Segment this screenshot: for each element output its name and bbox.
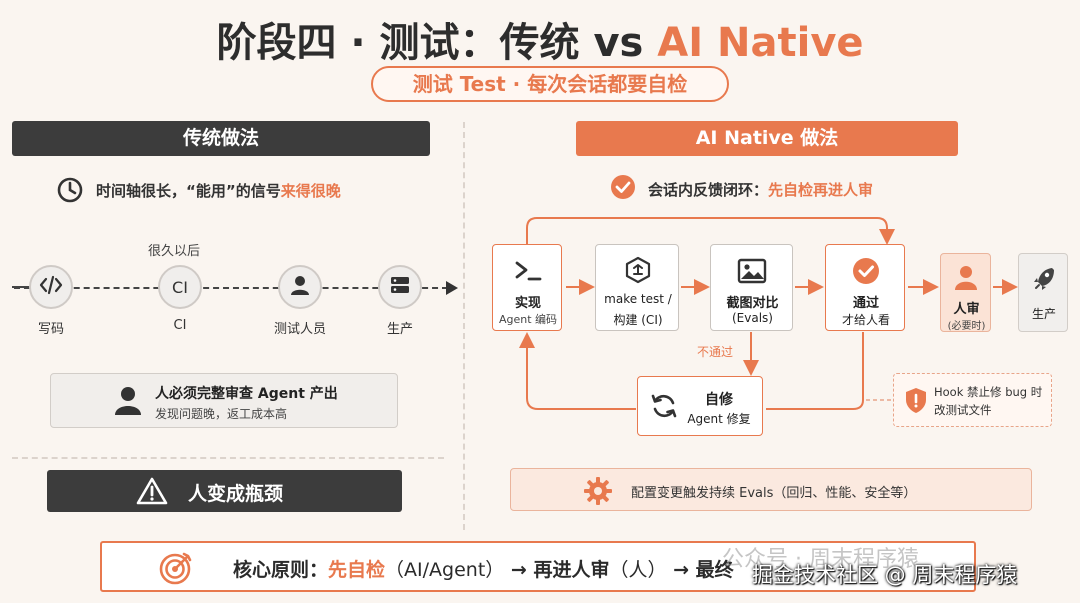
traditional-note: 时间轴很长，“能用”的信号来得很晚 xyxy=(96,180,341,201)
refresh-icon xyxy=(650,392,678,424)
human-card-desc: 发现问题晚，返工成本高 xyxy=(155,407,288,421)
warning-icon xyxy=(136,476,168,510)
traditional-header: 传统做法 xyxy=(12,121,430,156)
bottleneck-banner: 人变成瓶颈 xyxy=(47,470,402,512)
ci-node-text: CI xyxy=(172,277,188,297)
core-arrow: → xyxy=(504,559,534,581)
gap-label: 很久以后 xyxy=(148,244,201,259)
image-icon xyxy=(737,258,767,288)
step-sub: Agent 编码 xyxy=(498,313,558,326)
step-title: 实现 xyxy=(514,296,541,311)
step-title: 通过 xyxy=(852,296,879,311)
credit-text: 掘金技术社区 @ 周末程序猿 xyxy=(752,563,1018,587)
ai-native-note-highlight: 先自检再进人审 xyxy=(768,181,874,199)
core-prefix: 核心原则： xyxy=(233,559,329,581)
hook-note-text: Hook 禁止修 bug 时改测试文件 xyxy=(934,385,1043,417)
core-arrow: → xyxy=(666,559,696,581)
step-sub: (Evals) xyxy=(732,311,773,325)
ai-native-note: 会话内反馈闭环：先自检再进人审 xyxy=(648,179,873,200)
rocket-icon xyxy=(1032,266,1056,296)
terminal-icon xyxy=(514,258,542,288)
step-sub: (必要时) xyxy=(947,321,986,332)
title-main: 阶段四 · 测试：传统 vs xyxy=(216,20,658,66)
timeline-node-production xyxy=(378,265,422,309)
step-title: 截图对比 xyxy=(726,296,779,311)
step-self-fix: 自修 Agent 修复 xyxy=(637,376,763,436)
human-card-title: 人必须完整审查 Agent 产出 xyxy=(155,386,338,402)
core-principle-bar: 核心原则：先自检（AI/Agent） → 再进人审（人） → 最终 xyxy=(100,541,976,592)
core-highlight-self-check: 先自检 xyxy=(328,559,386,581)
subtitle-pill: 测试 Test · 每次会话都要自检 xyxy=(371,66,729,102)
traditional-note-text: 时间轴很长，“能用”的信号 xyxy=(96,182,281,200)
person-icon xyxy=(113,385,143,419)
bottleneck-label: 人变成瓶颈 xyxy=(188,483,284,505)
person-icon xyxy=(954,264,978,294)
timeline-node-ci: CI xyxy=(158,265,202,309)
human-review-card: 人必须完整审查 Agent 产出 发现问题晚，返工成本高 xyxy=(50,373,398,428)
check-badge-icon xyxy=(609,173,637,201)
step-implement: 实现 Agent 编码 xyxy=(492,244,562,331)
core-part: （AI/Agent） xyxy=(385,559,505,581)
step-pass: 通过 才给人看 xyxy=(825,244,905,331)
timeline-line xyxy=(14,287,448,289)
section-divider xyxy=(463,122,465,530)
timeline-node-code xyxy=(29,265,73,309)
traditional-note-highlight: 来得很晚 xyxy=(280,182,341,200)
step-sub: 才给人看 xyxy=(841,313,890,327)
timeline-label: 生产 xyxy=(386,322,413,337)
timeline-label: CI xyxy=(173,318,187,333)
gear-icon xyxy=(583,476,613,510)
core-principle-text: 核心原则：先自检（AI/Agent） → 再进人审（人） → 最终 xyxy=(233,555,734,582)
check-circle-icon xyxy=(851,256,881,290)
config-bar-label: 配置变更触发持续 Evals（回归、性能、安全等） xyxy=(631,486,917,501)
step-human-review: 人审 (必要时) xyxy=(940,253,991,332)
core-part: 再进人审 xyxy=(533,559,610,581)
timeline-label: 写码 xyxy=(37,322,64,337)
fix-sub: Agent 修复 xyxy=(687,412,751,426)
left-divider xyxy=(12,457,444,459)
watermark: 公众号 · 周末程序猿 xyxy=(722,547,919,572)
step-title: make test / xyxy=(604,292,672,306)
core-part: 最终 xyxy=(695,559,734,581)
step-screenshot-compare: 截图对比 (Evals) xyxy=(710,244,793,331)
step-production: 生产 xyxy=(1018,253,1068,332)
step-title: 生产 xyxy=(1031,307,1056,321)
config-evals-bar: 配置变更触发持续 Evals（回归、性能、安全等） xyxy=(510,468,1032,511)
code-icon xyxy=(39,275,63,299)
clock-icon xyxy=(56,176,84,204)
build-icon xyxy=(624,256,652,288)
fail-label: 不通过 xyxy=(697,345,734,359)
timeline-label: 测试人员 xyxy=(273,322,326,337)
target-icon xyxy=(159,551,193,589)
title-accent: AI Native xyxy=(657,20,864,66)
fix-title: 自修 xyxy=(705,392,733,408)
step-sub: 构建 (CI) xyxy=(613,313,663,327)
page-title: 阶段四 · 测试：传统 vs AI Native xyxy=(0,10,1080,68)
hook-note: Hook 禁止修 bug 时改测试文件 xyxy=(893,373,1052,427)
person-icon xyxy=(289,274,311,300)
step-make-test: make test / 构建 (CI) xyxy=(595,244,679,331)
step-title: 人审 xyxy=(953,302,980,317)
ai-native-header: AI Native 做法 xyxy=(576,121,958,156)
timeline-node-tester xyxy=(278,265,322,309)
server-icon xyxy=(389,274,411,300)
core-part: （人） xyxy=(609,559,667,581)
timeline-arrow-icon xyxy=(446,281,458,295)
shield-icon xyxy=(904,386,928,418)
ai-native-note-text: 会话内反馈闭环： xyxy=(648,181,769,199)
